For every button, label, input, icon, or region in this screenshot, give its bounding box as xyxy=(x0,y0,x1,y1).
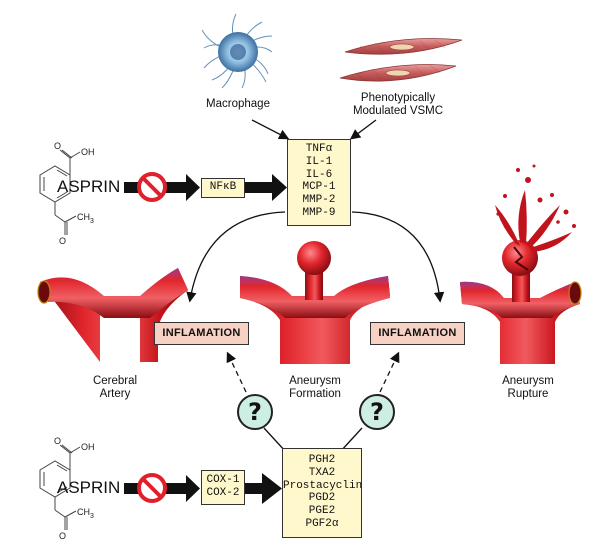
aspirin-structure-top xyxy=(39,149,81,235)
cytokine-item: IL-6 xyxy=(305,168,333,181)
artery-icon xyxy=(37,268,188,362)
chem-ch3: CH3 xyxy=(77,507,94,520)
dashed-arrow-right xyxy=(379,351,400,393)
inflammation-box-left: INFLAMATION xyxy=(154,322,249,345)
prostanoid-item: Prostacyclin xyxy=(283,479,363,492)
aneurysm-rupture-line1: Aneurysm xyxy=(502,375,554,387)
prostanoid-item: PGF2α xyxy=(305,517,339,530)
prostanoid-item: PGD2 xyxy=(308,492,336,505)
vsmc-label: Phenotypically Modulated VSMC xyxy=(338,92,458,118)
aspirin-structure-bottom xyxy=(39,444,81,530)
chem-o: O xyxy=(59,236,67,246)
prostanoid-box: PGH2 TXA2 Prostacyclin PGD2 PGE2 PGF2α xyxy=(282,448,362,538)
ruptured-aneurysm-icon xyxy=(460,164,582,364)
no-symbol-icon xyxy=(137,172,167,202)
nfkb-box: NFκB xyxy=(201,178,245,198)
no-symbol-icon xyxy=(137,473,167,503)
vsmc-arrow xyxy=(349,119,377,140)
macrophage-icon xyxy=(201,13,273,89)
macrophage-arrow xyxy=(251,119,290,140)
aneurysm-rupture-line2: Rupture xyxy=(507,388,549,400)
vsmc-label-line2: Modulated VSMC xyxy=(352,105,444,117)
cytokine-item: MCP-1 xyxy=(302,181,336,194)
cox-item: COX-2 xyxy=(206,486,240,499)
cox-box: COX-1 COX-2 xyxy=(201,470,245,505)
cytokine-item: TNFα xyxy=(305,143,333,155)
cytokine-item: IL-1 xyxy=(305,155,333,168)
aspirin-label-top: ASPRIN xyxy=(57,177,121,196)
cerebral-artery-line1: Cerebral xyxy=(92,375,138,387)
prostanoid-item: PGE2 xyxy=(308,505,336,518)
chem-o: O xyxy=(54,436,62,446)
prostanoid-item: PGH2 xyxy=(308,454,336,466)
unknown-link-left: ? xyxy=(237,394,273,430)
chem-o: O xyxy=(59,531,67,541)
chem-oh: OH xyxy=(81,147,95,157)
chem-ch3-base: CH xyxy=(77,507,90,517)
chem-ch3-base: CH xyxy=(77,212,90,222)
aneurysm-formation-line2: Formation xyxy=(289,388,341,400)
vsmc-label-line1: Phenotypically xyxy=(360,92,436,104)
cytokine-item: MMP-9 xyxy=(302,206,336,219)
aneurysm-formation-line1: Aneurysm xyxy=(289,375,341,387)
vsmc-icon xyxy=(339,38,463,82)
prostanoid-item: TXA2 xyxy=(308,466,336,479)
dashed-arrow-left xyxy=(226,351,247,393)
chem-ch3-sub: 3 xyxy=(90,217,94,225)
cox-item: COX-1 xyxy=(206,474,240,486)
aneurysm-icon xyxy=(240,241,390,364)
chem-o: O xyxy=(54,141,62,151)
inflammation-box-right: INFLAMATION xyxy=(370,322,465,345)
cytokine-item: MMP-2 xyxy=(302,194,336,207)
aneurysm-formation-label: Aneurysm Formation xyxy=(270,375,360,401)
aspirin-label-bottom: ASPRIN xyxy=(57,478,121,497)
macrophage-label: Macrophage xyxy=(206,98,270,110)
chem-oh: OH xyxy=(81,442,95,452)
cerebral-artery-line2: Artery xyxy=(99,388,131,400)
curve-arrow-right xyxy=(351,211,445,303)
curve-arrow-left xyxy=(186,211,286,303)
cytokine-box: TNFα IL-1 IL-6 MCP-1 MMP-2 MMP-9 xyxy=(287,139,351,226)
chem-ch3: CH3 xyxy=(77,212,94,225)
chem-ch3-sub: 3 xyxy=(90,512,94,520)
aneurysm-rupture-label: Aneurysm Rupture xyxy=(483,375,573,401)
unknown-link-right: ? xyxy=(359,394,395,430)
cerebral-artery-label: Cerebral Artery xyxy=(70,375,160,401)
